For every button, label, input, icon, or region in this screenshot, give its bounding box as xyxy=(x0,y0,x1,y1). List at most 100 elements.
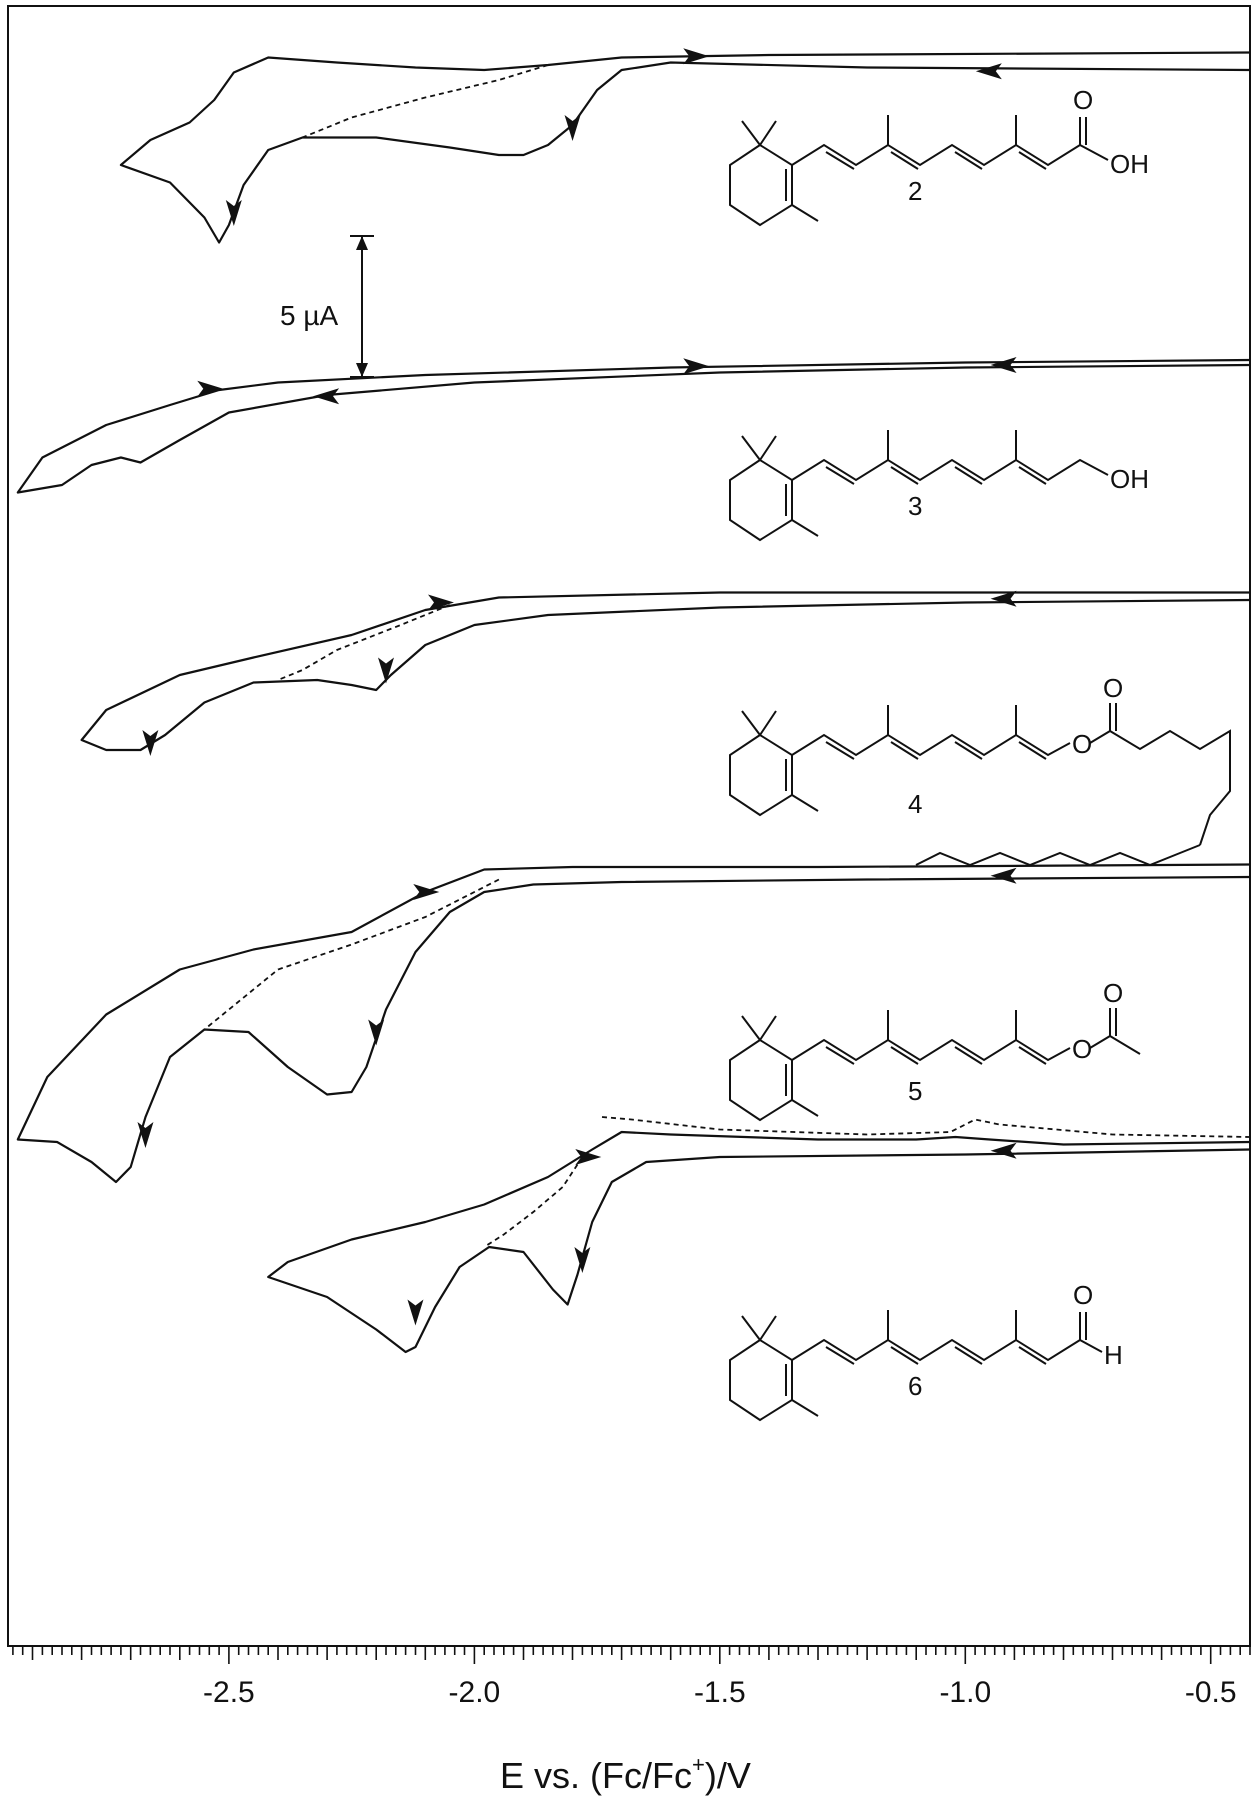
cv-trace-compound-6 xyxy=(267,1116,1251,1354)
x-axis-title-superscript: + xyxy=(692,1752,705,1777)
structure-compound-5: O O 5 xyxy=(729,978,1141,1122)
compound-6-H: H xyxy=(1104,1340,1123,1370)
scan-direction-arrow-4-0 xyxy=(428,594,454,611)
compound-3-OH: OH xyxy=(1110,464,1149,494)
scan-direction-arrow-6-1 xyxy=(990,1142,1017,1159)
cv-dashed-line-2-6 xyxy=(483,1156,584,1248)
ring-methyl xyxy=(791,1099,819,1117)
compound-4-number: 4 xyxy=(908,789,922,819)
cv-dashed-line-5 xyxy=(203,878,500,1031)
ring xyxy=(729,1338,793,1422)
gem-dimethyl xyxy=(741,710,777,736)
cv-solid-line-4 xyxy=(80,591,1251,752)
x-tick-label: -1.0 xyxy=(939,1676,991,1709)
compound-2-O: O xyxy=(1073,85,1093,115)
chain-methyls xyxy=(887,1310,1017,1340)
chain-methyls xyxy=(887,115,1017,145)
ring-methyl xyxy=(791,794,819,812)
x-tick-label: -1.5 xyxy=(694,1676,746,1709)
polyene-chain xyxy=(791,1038,1071,1062)
cv-trace-compound-2 xyxy=(119,48,1251,244)
scan-direction-arrow-4-2 xyxy=(378,657,394,684)
gem-dimethyl xyxy=(741,1015,777,1041)
chain-methyls xyxy=(887,705,1017,735)
cv-trace-compound-5 xyxy=(16,863,1251,1184)
gem-dimethyl xyxy=(741,120,777,146)
current-scale-bar: 5 µA xyxy=(280,235,374,378)
scan-direction-arrow-4-1 xyxy=(990,590,1017,607)
compound-2-OH: OH xyxy=(1110,149,1149,179)
polyene-chain xyxy=(791,1338,1081,1362)
aldehyde xyxy=(1079,1312,1103,1353)
compound-5-O-carbonyl: O xyxy=(1103,978,1123,1008)
polyene-chain xyxy=(791,143,1081,167)
acid-bond xyxy=(1079,144,1109,161)
ring-methyl xyxy=(791,204,819,222)
polyene-chain xyxy=(791,733,1071,757)
polyene-chain xyxy=(791,458,1109,482)
scan-direction-arrow-2-3 xyxy=(225,200,242,226)
cv-trace-compound-4 xyxy=(80,590,1251,756)
chain-double-bonds xyxy=(825,151,1047,170)
compound-4-O-ester: O xyxy=(1072,729,1092,759)
scan-direction-arrow-5-2 xyxy=(368,1019,385,1046)
cv-dashed-line-6 xyxy=(601,1116,1251,1138)
scale-bar-arrow-up xyxy=(356,236,368,250)
scan-direction-arrow-2-2 xyxy=(564,115,581,141)
ring xyxy=(729,1038,793,1122)
scan-direction-arrow-3-0 xyxy=(683,358,710,375)
chain-double-bonds xyxy=(825,1346,1047,1365)
structure-compound-2: O OH 2 xyxy=(729,85,1149,227)
ester-linkage xyxy=(1089,703,1231,846)
structure-compound-3: OH 3 xyxy=(729,430,1149,542)
carbonyl xyxy=(1079,117,1087,145)
scale-bar-label: 5 µA xyxy=(280,300,338,331)
x-axis-title: E vs. (Fc/Fc+)/V xyxy=(500,1752,751,1796)
chain-methyls xyxy=(887,1010,1017,1040)
cv-solid-line-6 xyxy=(267,1130,1251,1354)
chain-double-bonds xyxy=(825,741,1047,760)
scan-direction-arrow-3-1 xyxy=(990,357,1017,373)
scan-direction-arrow-3-2 xyxy=(197,380,224,397)
compound-3-number: 3 xyxy=(908,491,922,521)
chain-methyls xyxy=(887,430,1017,460)
scan-direction-arrow-5-1 xyxy=(990,867,1017,884)
cv-traces xyxy=(16,48,1251,1354)
scan-direction-arrow-6-3 xyxy=(407,1299,424,1326)
compound-6-number: 6 xyxy=(908,1371,922,1401)
cv-solid-line-2 xyxy=(119,51,1251,244)
x-tick-label: -2.5 xyxy=(203,1676,255,1709)
cv-dashed-line-2 xyxy=(302,64,549,139)
x-axis-title-tail: )/V xyxy=(705,1755,751,1796)
compound-5-O-ester: O xyxy=(1072,1034,1092,1064)
cv-trace-compound-3 xyxy=(16,357,1251,494)
x-axis-title-main: E vs. (Fc/Fc xyxy=(500,1755,692,1796)
chain-double-bonds xyxy=(825,1046,1047,1065)
gem-dimethyl xyxy=(741,435,777,461)
scan-direction-arrow-2-0 xyxy=(683,48,710,65)
compound-5-number: 5 xyxy=(908,1076,922,1106)
cv-solid-line-5 xyxy=(16,863,1251,1184)
x-tick-label: -0.5 xyxy=(1185,1676,1237,1709)
ring xyxy=(729,143,793,227)
compound-6-O: O xyxy=(1073,1280,1093,1310)
fatty-chain xyxy=(915,844,1201,867)
cv-dashed-line-4 xyxy=(277,604,451,681)
ring xyxy=(729,458,793,542)
scan-direction-arrow-6-2 xyxy=(574,1247,591,1273)
compound-2-number: 2 xyxy=(908,176,922,206)
ring xyxy=(729,733,793,817)
scan-direction-arrow-5-3 xyxy=(137,1122,154,1148)
scan-direction-arrow-2-1 xyxy=(975,63,1002,80)
acetate-group xyxy=(1089,1008,1141,1055)
scan-direction-arrow-4-3 xyxy=(142,730,159,756)
x-tick-label: -2.0 xyxy=(449,1676,501,1709)
gem-dimethyl xyxy=(741,1315,777,1341)
cv-solid-line-3 xyxy=(16,358,1251,494)
chain-double-bonds xyxy=(825,466,1047,485)
ring-methyl xyxy=(791,519,819,537)
scan-direction-arrow-6-0 xyxy=(575,1149,602,1165)
structure-compound-4: O O 4 xyxy=(729,673,1231,867)
ring-methyl xyxy=(791,1399,819,1417)
